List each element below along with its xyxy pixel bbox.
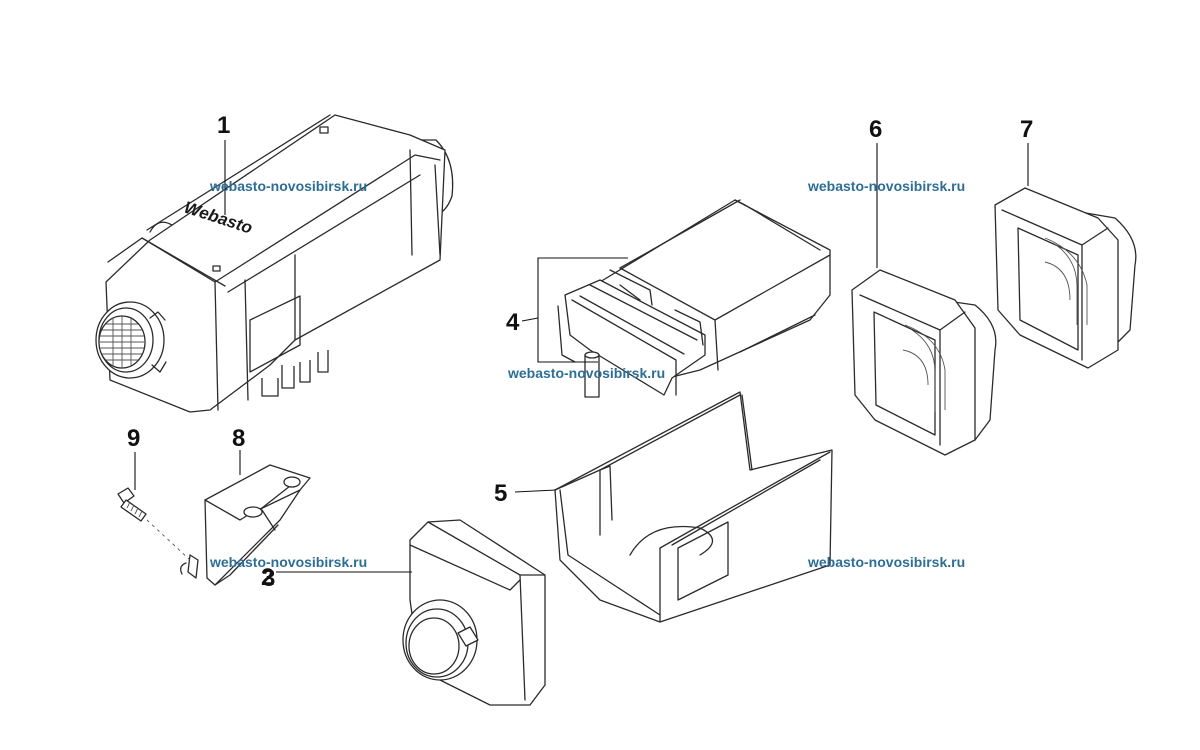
part-screw [117, 487, 191, 561]
leader-lines [134, 140, 1029, 573]
callout-3: 3 [262, 565, 275, 592]
leader-line-5 [514, 489, 557, 493]
callout-2: 2 [261, 564, 274, 591]
part-outlet-cap [402, 519, 546, 706]
callout-5: 5 [494, 480, 507, 507]
callout-7: 7 [1020, 116, 1033, 143]
watermark-text: webasto-novosibirsk.ru [209, 178, 367, 194]
watermark-text: webasto-novosibirsk.ru [807, 178, 965, 194]
watermarks: webasto-novosibirsk.ru webasto-novosibir… [209, 178, 965, 570]
part-heater-unit: Webasto [95, 114, 454, 413]
part-mounting-bracket [180, 464, 311, 586]
callout-6: 6 [869, 116, 882, 143]
watermark-text: webasto-novosibirsk.ru [209, 554, 367, 570]
callout-1: 1 [217, 112, 230, 139]
watermark-text: webasto-novosibirsk.ru [507, 365, 665, 381]
part-flange-collar [851, 269, 997, 456]
part-lower-tray [554, 391, 833, 623]
part-upper-cover [557, 199, 831, 398]
leader-line-4 [537, 257, 628, 363]
watermark-text: webasto-novosibirsk.ru [807, 554, 965, 570]
part-flange-collar-alt [994, 187, 1137, 369]
callout-9: 9 [127, 425, 140, 452]
callout-8: 8 [232, 425, 245, 452]
callouts: 1 2 3 4 5 6 7 8 9 [127, 112, 1033, 592]
callout-4: 4 [506, 309, 520, 336]
